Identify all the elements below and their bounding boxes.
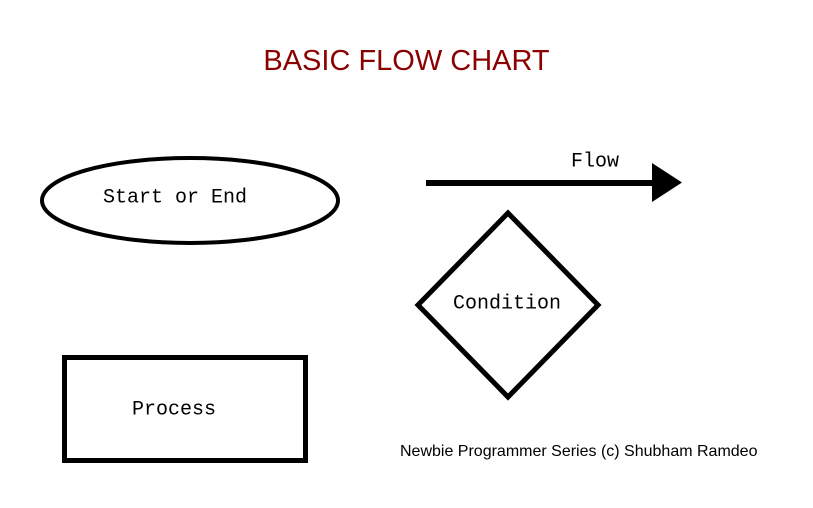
process-rectangle (62, 355, 308, 463)
condition-diamond (414, 209, 602, 401)
page-title: BASIC FLOW CHART (263, 45, 550, 77)
condition-label: Condition (452, 292, 562, 316)
flow-arrow-label: Flow (570, 150, 620, 174)
flow-arrow-head-icon (652, 163, 682, 202)
start-end-ellipse (40, 156, 340, 245)
process-label: Process (131, 398, 217, 422)
start-end-label: Start or End (102, 186, 248, 210)
credit-text: Newbie Programmer Series (c) Shubham Ram… (400, 443, 758, 460)
